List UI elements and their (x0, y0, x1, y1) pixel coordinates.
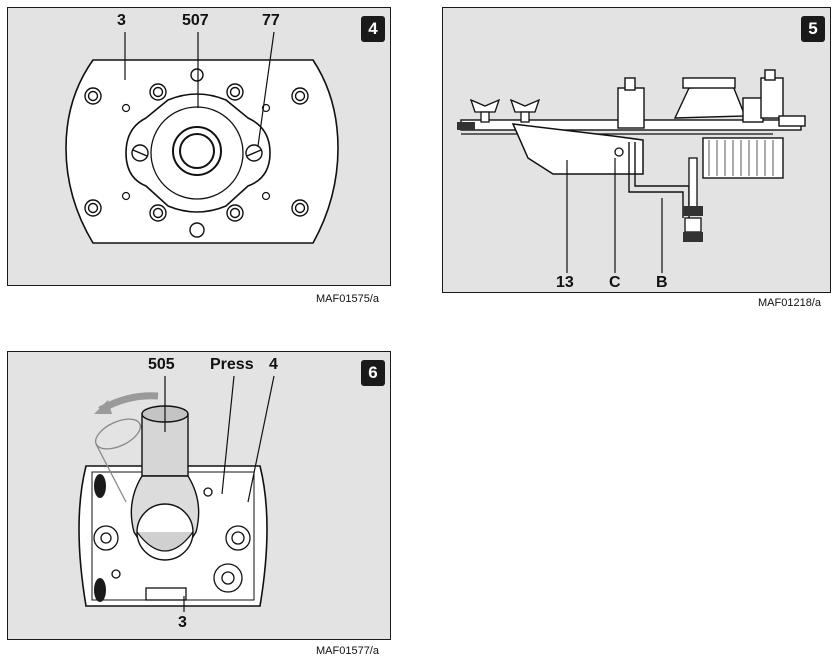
threaded-rod (688, 157, 698, 209)
callout-part-4: 4 (269, 356, 278, 373)
callout-flange-507: 507 (182, 12, 209, 29)
figure-6-code: MAF01577/a (316, 645, 379, 657)
callout-tube-505: 505 (148, 356, 175, 373)
figure-6-badge: 6 (361, 360, 385, 386)
figure-5-badge: 5 (801, 16, 825, 42)
figure-4-badge: 4 (361, 16, 385, 42)
callout-press: Press (210, 356, 254, 373)
upper-housing (617, 69, 806, 129)
figure-4-code: MAF01575/a (316, 293, 379, 305)
locking-clips (94, 474, 106, 602)
pipe-b (628, 142, 684, 218)
callout-screw-77: 77 (262, 12, 280, 29)
figure-6-leaders (164, 375, 275, 612)
figure-6-drawing (78, 375, 275, 612)
figure-5-code: MAF01218/a (758, 297, 821, 309)
flange-screws-77 (131, 144, 263, 162)
plate-components (93, 487, 251, 601)
support-arm-13 (511, 123, 644, 175)
figure-5-drawing (457, 69, 806, 273)
callout-pipe-b: B (656, 274, 668, 291)
figure-4-leaders (124, 31, 275, 147)
plate-small-holes (121, 103, 271, 201)
figure-4-drawing (65, 31, 339, 244)
screw-c (614, 147, 624, 157)
callout-screw-c: C (609, 274, 621, 291)
figure-4-panel: 3 507 77 4 (7, 7, 391, 286)
wing-nuts (469, 98, 541, 123)
callout-arm-13: 13 (556, 274, 574, 291)
plate-bolt-holes (84, 68, 309, 238)
callout-plate-3: 3 (117, 12, 126, 29)
callout-plate-3: 3 (178, 614, 187, 631)
figure-5-panel: 13 C B 5 (442, 7, 831, 293)
figure-5-leaders (566, 158, 663, 273)
coil-unit (702, 137, 784, 179)
figure-6-panel: 505 Press 4 3 6 (7, 351, 391, 640)
